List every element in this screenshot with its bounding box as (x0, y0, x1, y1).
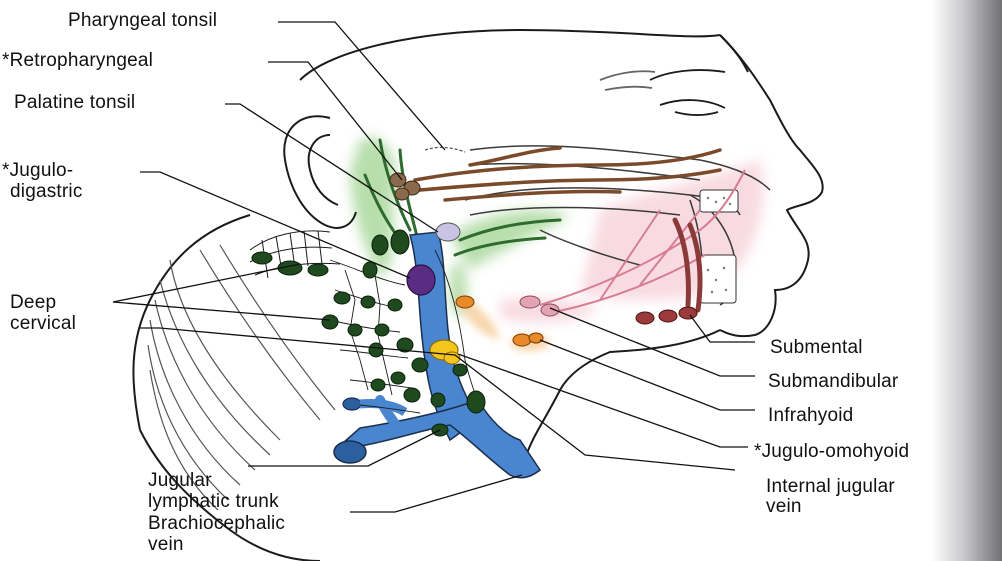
label-deep-cervical-line2: cervical (10, 313, 76, 335)
label-internal-jugular-line1: Internal jugular (766, 476, 895, 498)
label-retropharyngeal: *Retropharyngeal (2, 50, 153, 72)
label-deep-cervical-line1: Deep (10, 292, 56, 314)
palatine-tonsil (436, 223, 460, 241)
label-brachiocephalic-line2: vein (148, 534, 184, 556)
submental-nodes (636, 307, 697, 324)
label-pharyngeal-tonsil: Pharyngeal tonsil (68, 10, 217, 32)
label-jugulodigastric-line1: *Jugulo- (2, 160, 73, 182)
label-palatine-tonsil: Palatine tonsil (14, 92, 135, 114)
label-submental: Submental (770, 337, 863, 359)
jugulodigastric-node (407, 265, 435, 295)
label-jugular-trunk-line2: lymphatic trunk (148, 491, 279, 513)
label-jugular-trunk-line1: Jugular (148, 470, 212, 492)
label-brachiocephalic-line1: Brachiocephalic (148, 513, 285, 535)
label-jugulodigastric-line2: digastric (10, 181, 83, 203)
label-submandibular: Submandibular (768, 371, 898, 393)
label-internal-jugular-line2: vein (766, 496, 802, 518)
label-jugulo-omohyoid: *Jugulo-omohyoid (754, 441, 909, 463)
page-edge-shadow (932, 0, 1002, 561)
eye (600, 70, 725, 115)
label-infrahyoid: Infrahyoid (768, 405, 853, 427)
